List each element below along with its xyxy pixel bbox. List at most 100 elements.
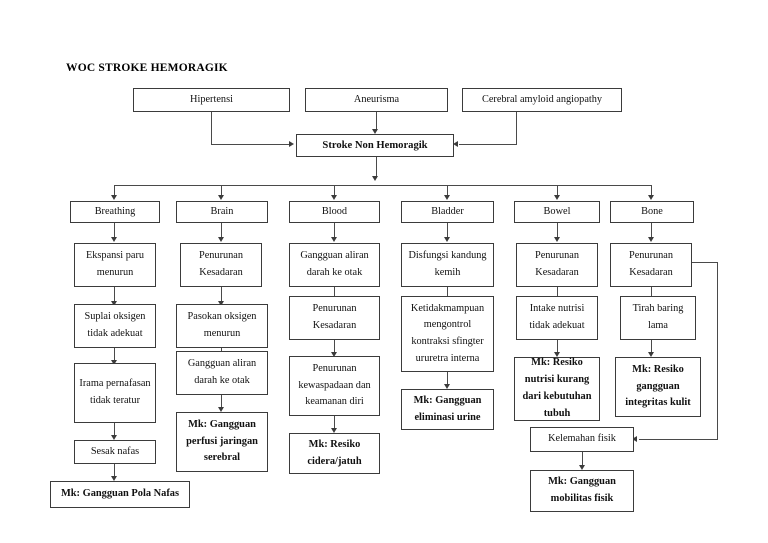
node-bladder-step-2: Ketidakmampuan mengontrol kontraksi sfin… xyxy=(401,296,494,372)
node-bone-outcome: Mk: Resiko gangguan integritas kulit xyxy=(615,357,701,417)
connector-bladder-s2-outcome xyxy=(447,372,449,386)
arrowhead-bus-breathing xyxy=(111,195,117,200)
connector-bladder-h-s1 xyxy=(447,223,449,239)
connector-breathing-s3-s4 xyxy=(114,423,116,437)
connector-hipertensi-right xyxy=(211,144,289,146)
connector-distribution-bus xyxy=(114,185,651,187)
arrowhead-mobilitas-outcome xyxy=(579,465,585,470)
arrowhead-bus-bone xyxy=(648,195,654,200)
arrowhead-blood-s2-s3 xyxy=(331,352,337,357)
column-header-blood: Blood xyxy=(289,201,380,223)
node-bladder-step-1: Disfungsi kandung kemih xyxy=(401,243,494,287)
connector-brain-s1-s2 xyxy=(221,287,223,303)
node-blood-step-2: Penurunan Kesadaran xyxy=(289,296,380,340)
arrowhead-cerebral-to-central xyxy=(453,141,458,147)
connector-bone-to-kelemahan-down xyxy=(717,262,719,440)
connector-blood-h-s1 xyxy=(334,223,336,239)
arrowhead-breathing-s2-s3 xyxy=(111,360,117,365)
node-breathing-step-1: Ekspansi paru menurun xyxy=(74,243,156,287)
arrowhead-bus-brain xyxy=(218,195,224,200)
arrowhead-bladder-h-s1 xyxy=(444,237,450,242)
node-blood-step-3: Penurunan kewaspadaan dan keamanan diri xyxy=(289,356,380,416)
arrowhead-bone-outcome xyxy=(648,352,654,357)
connector-bone-s2-outcome xyxy=(651,340,653,354)
connector-aneurisma-down xyxy=(376,112,378,131)
node-brain-step-1: Penurunan Kesadaran xyxy=(180,243,262,287)
node-breathing-step-2: Suplai oksigen tidak adekuat xyxy=(74,304,156,348)
arrowhead-bus-bowel xyxy=(554,195,560,200)
connector-bone-to-kelemahan-left xyxy=(639,439,718,441)
node-bone-step-1: Penurunan Kesadaran xyxy=(610,243,692,287)
node-blood-step-1: Gangguan aliran darah ke otak xyxy=(289,243,380,287)
arrowhead-central-down xyxy=(372,176,378,181)
arrowhead-breathing-h-s1 xyxy=(111,237,117,242)
node-bladder-outcome: Mk: Gangguan eliminasi urine xyxy=(401,389,494,430)
connector-brain-h-s1 xyxy=(221,223,223,239)
connector-cerebral-down xyxy=(516,112,518,145)
connector-central-down xyxy=(376,157,378,178)
node-bowel-step-1: Penurunan Kesadaran xyxy=(516,243,598,287)
arrowhead-brain-outcome xyxy=(218,407,224,412)
column-header-bone: Bone xyxy=(610,201,694,223)
connector-hipertensi-down xyxy=(211,112,213,145)
connector-bus-drop-blood xyxy=(334,185,336,197)
node-breathing-step-4: Sesak nafas xyxy=(74,440,156,464)
page-title: WOC STROKE HEMORAGIK xyxy=(66,62,228,74)
connector-bowel-h-s1 xyxy=(557,223,559,239)
column-header-bladder: Bladder xyxy=(401,201,494,223)
connector-breathing-s4-outcome xyxy=(114,464,116,478)
node-breathing-outcome: Mk: Gangguan Pola Nafas xyxy=(50,481,190,508)
connector-bone-h-s1 xyxy=(651,223,653,239)
connector-bone-to-kelemahan-right xyxy=(692,262,718,264)
connector-bus-drop-breathing xyxy=(114,185,116,197)
arrowhead-bowel-outcome xyxy=(554,352,560,357)
connector-bus-drop-brain xyxy=(221,185,223,197)
connector-kelemahan-to-outcome xyxy=(582,452,584,467)
connector-bus-drop-bladder xyxy=(447,185,449,197)
arrowhead-hipertensi-to-central xyxy=(289,141,294,147)
node-bone-step-2: Tirah baring lama xyxy=(620,296,696,340)
connector-breathing-s2-s3 xyxy=(114,348,116,362)
arrowhead-breathing-s3-s4 xyxy=(111,435,117,440)
arrowhead-kelemahan-fisik xyxy=(632,436,637,442)
arrowhead-bowel-h-s1 xyxy=(554,237,560,242)
arrowhead-aneurisma-to-central xyxy=(372,129,378,134)
node-bowel-outcome: Mk: Resiko nutrisi kurang dari kebutuhan… xyxy=(514,357,600,421)
connector-bladder-s1-s2 xyxy=(447,287,449,303)
connector-cerebral-left xyxy=(459,144,517,146)
arrowhead-bone-h-s1 xyxy=(648,237,654,242)
node-aneurisma: Aneurisma xyxy=(305,88,448,112)
arrowhead-brain-h-s1 xyxy=(218,237,224,242)
node-kelemahan-fisik: Kelemahan fisik xyxy=(530,427,634,452)
arrowhead-breathing-outcome xyxy=(111,476,117,481)
arrowhead-brain-s1-s2 xyxy=(218,301,224,306)
arrowhead-breathing-s1-s2 xyxy=(111,301,117,306)
node-breathing-step-3: Irama pernafasan tidak teratur xyxy=(74,363,156,423)
node-mobilitas-fisik-outcome: Mk: Gangguan mobilitas fisik xyxy=(530,470,634,512)
connector-bowel-s2-outcome xyxy=(557,340,559,354)
connector-breathing-h-s1 xyxy=(114,223,116,239)
column-header-bowel: Bowel xyxy=(514,201,600,223)
arrowhead-bladder-outcome xyxy=(444,384,450,389)
node-brain-step-3: Gangguan aliran darah ke otak xyxy=(176,351,268,395)
connector-blood-s3-outcome xyxy=(334,416,336,430)
connector-blood-s2-s3 xyxy=(334,340,336,354)
node-stroke-non-hemoragik: Stroke Non Hemoragik xyxy=(296,134,454,157)
connector-bone-s1-s2 xyxy=(651,287,653,303)
connector-breathing-s1-s2 xyxy=(114,287,116,303)
node-brain-outcome: Mk: Gangguan perfusi jaringan serebral xyxy=(176,412,268,472)
connector-brain-s3-outcome xyxy=(221,395,223,409)
arrowhead-blood-h-s1 xyxy=(331,237,337,242)
connector-bus-drop-bone xyxy=(651,185,653,197)
column-header-brain: Brain xyxy=(176,201,268,223)
connector-blood-s1-s2 xyxy=(334,287,336,303)
node-blood-outcome: Mk: Resiko cidera/jatuh xyxy=(289,433,380,474)
node-hipertensi: Hipertensi xyxy=(133,88,290,112)
connector-bus-drop-bowel xyxy=(557,185,559,197)
arrowhead-blood-outcome xyxy=(331,428,337,433)
node-brain-step-2: Pasokan oksigen menurun xyxy=(176,304,268,348)
node-cerebral-amyloid-angiopathy: Cerebral amyloid angiopathy xyxy=(462,88,622,112)
arrowhead-bus-blood xyxy=(331,195,337,200)
connector-bowel-s1-s2 xyxy=(557,287,559,303)
